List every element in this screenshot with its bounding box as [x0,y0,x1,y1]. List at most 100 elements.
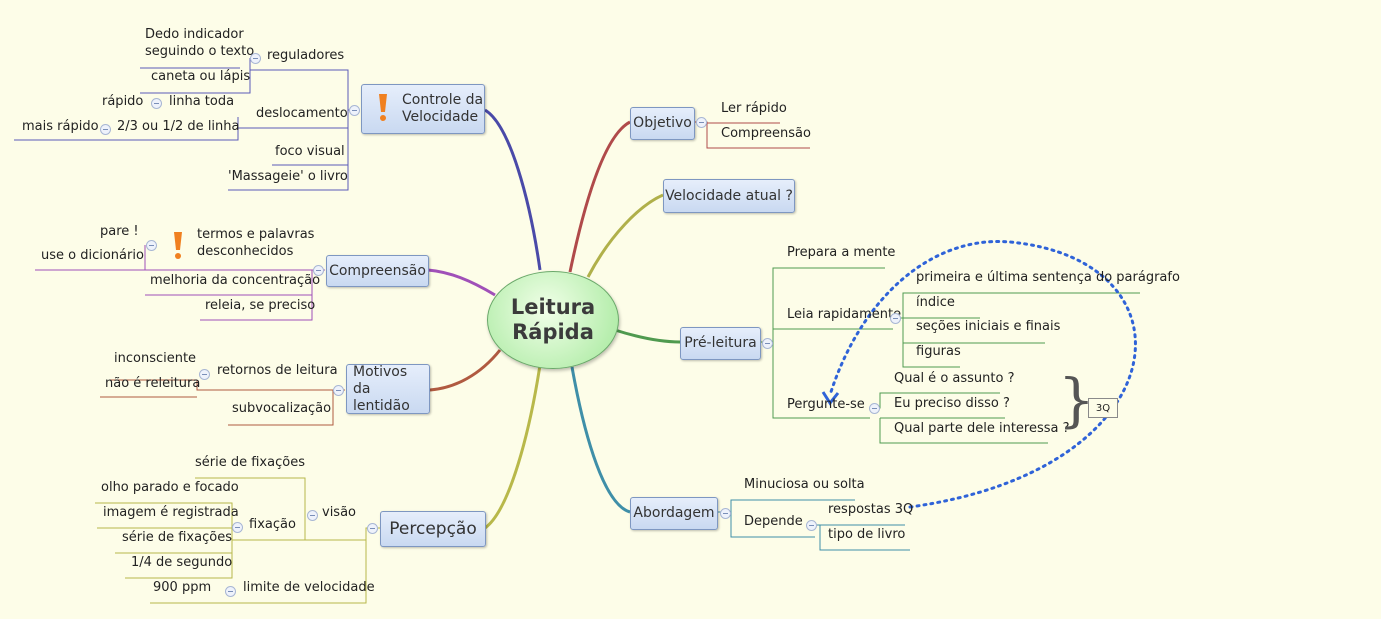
releia-se-preciso[interactable]: releia, se preciso [205,298,316,313]
mais-rapido[interactable]: mais rápido [22,119,99,134]
termos-line2[interactable]: desconhecidos [197,244,294,259]
indice[interactable]: índice [916,295,955,310]
percepcao-title: Percepção [389,518,477,539]
collapse-visao[interactable] [307,510,318,521]
collapse-pre-leitura[interactable] [762,338,773,349]
use-o-dicionario[interactable]: use o dicionário [41,248,144,263]
abordagem-title: Abordagem [633,505,715,521]
collapse-dois-tercos[interactable] [100,124,111,135]
eu-preciso-disso[interactable]: Eu preciso disso ? [894,396,1010,411]
collapse-retornos[interactable] [199,369,210,380]
topic-abordagem[interactable]: Abordagem [630,497,718,530]
collapse-linha-toda[interactable] [151,98,162,109]
visao[interactable]: visão [322,505,356,520]
secoes-iniciais-finais[interactable]: seções iniciais e finais [916,319,1061,334]
respostas-3q[interactable]: respostas 3Q [828,502,914,517]
imagem-registrada[interactable]: imagem é registrada [103,505,239,520]
um-quarto-de-segundo[interactable]: 1/4 de segundo [131,555,233,570]
topic-compreensao[interactable]: Compreensão [326,255,429,287]
collapse-limite[interactable] [225,586,236,597]
serie-de-fixacoes[interactable]: série de fixações [122,530,232,545]
branch-percepcao [484,364,542,530]
collapse-compreensao[interactable] [313,265,324,276]
collapse-abordagem[interactable] [720,508,731,519]
pare[interactable]: pare ! [100,224,139,239]
collapse-pergunte[interactable] [869,403,880,414]
branch-compreensao [427,268,496,297]
termos-line1[interactable]: termos e palavras [197,227,315,242]
subvocalizacao[interactable]: subvocalização [232,401,332,416]
nao-e-releitura[interactable]: não é releitura [105,376,201,391]
tag-3q[interactable]: 3Q [1088,398,1118,418]
serie-de-fixacoes-top[interactable]: série de fixações [195,455,305,470]
branch-objetivo [568,120,631,273]
tipo-de-livro[interactable]: tipo de livro [828,527,906,542]
fixacao[interactable]: fixação [249,517,296,532]
deslocamento[interactable]: deslocamento [256,106,348,121]
ler-rapido[interactable]: Ler rápido [721,101,787,116]
caneta-ou-lapis[interactable]: caneta ou lápis [151,69,251,84]
reguladores[interactable]: reguladores [267,48,345,63]
controle-title-2: Velocidade [402,109,479,125]
topic-velocidade-atual[interactable]: Velocidade atual ? [663,179,795,213]
objetivo-title: Objetivo [633,115,692,131]
foco-visual[interactable]: foco visual [275,144,345,159]
dedo-indicador-line2[interactable]: seguindo o texto [145,44,255,59]
branch-controle [484,108,542,271]
branch-abordagem [570,366,631,514]
tag-3q-label: 3Q [1095,402,1111,414]
collapse-leia[interactable] [890,313,901,324]
collapse-fixacao[interactable] [232,522,243,533]
exclamation-icon [379,94,387,121]
primeira-ultima-sentenca[interactable]: primeira e última sentença do parágrafo [916,270,1180,285]
central-title-line1: Leitura [510,295,596,319]
topic-objetivo[interactable]: Objetivo [630,107,695,140]
branch-motivos [429,349,502,392]
motivos-title-1: Motivos da [353,363,408,397]
pergunte-se[interactable]: Pergunte-se [787,397,865,412]
compreensao-title: Compreensão [329,262,426,279]
central-title-line2: Rápida [512,320,594,344]
retornos-de-leitura[interactable]: retornos de leitura [217,363,338,378]
linha-toda[interactable]: linha toda [169,94,235,109]
depende[interactable]: Depende [744,514,803,529]
rapido[interactable]: rápido [102,94,144,109]
novecentos-ppm[interactable]: 900 ppm [153,580,212,595]
collapse-motivos[interactable] [333,385,344,396]
topic-motivos-lentidao[interactable]: Motivos da lentidão [346,364,430,414]
qual-e-o-assunto[interactable]: Qual é o assunto ? [894,371,1015,386]
dotted-link-arrowhead [821,391,840,406]
inconsciente[interactable]: inconsciente [114,351,197,366]
topic-pre-leitura[interactable]: Pré-leitura [680,327,761,360]
collapse-controle[interactable] [349,105,360,116]
compreensao-objetivo[interactable]: Compreensão [721,126,811,141]
controle-title-1: Controle da [402,92,484,108]
leia-rapidamente[interactable]: Leia rapidamente [787,307,902,322]
topic-percepcao[interactable]: Percepção [380,511,486,547]
massageie-o-livro[interactable]: 'Massageie' o livro [228,169,348,184]
central-topic[interactable]: Leitura Rápida [487,271,619,369]
prepara-a-mente[interactable]: Prepara a mente [787,245,896,260]
collapse-percepcao[interactable] [367,523,378,534]
collapse-objetivo[interactable] [696,117,707,128]
collapse-depende[interactable] [806,520,817,531]
velocidade-title: Velocidade atual ? [665,187,793,204]
motivos-title-2: lentidão [353,397,410,414]
limite-de-velocidade[interactable]: limite de velocidade [243,580,375,595]
qual-parte-interessa[interactable]: Qual parte dele interessa ? [894,421,1070,436]
branch-velocidade [586,193,664,278]
pre-leitura-title: Pré-leitura [684,335,757,351]
branch-preleitura [614,328,681,344]
collapse-termos[interactable] [146,240,157,251]
exclamation-icon [174,232,182,259]
dedo-indicador-line1[interactable]: Dedo indicador [145,27,244,42]
dotted-link-arrow [828,240,1137,509]
dois-tercos-linha[interactable]: 2/3 ou 1/2 de linha [117,119,240,134]
olho-parado-focado[interactable]: olho parado e focado [101,480,239,495]
melhoria-concentracao[interactable]: melhoria da concentração [150,273,321,288]
collapse-reguladores[interactable] [250,53,261,64]
figuras[interactable]: figuras [916,344,961,359]
minuciosa-ou-solta[interactable]: Minuciosa ou solta [744,477,865,492]
